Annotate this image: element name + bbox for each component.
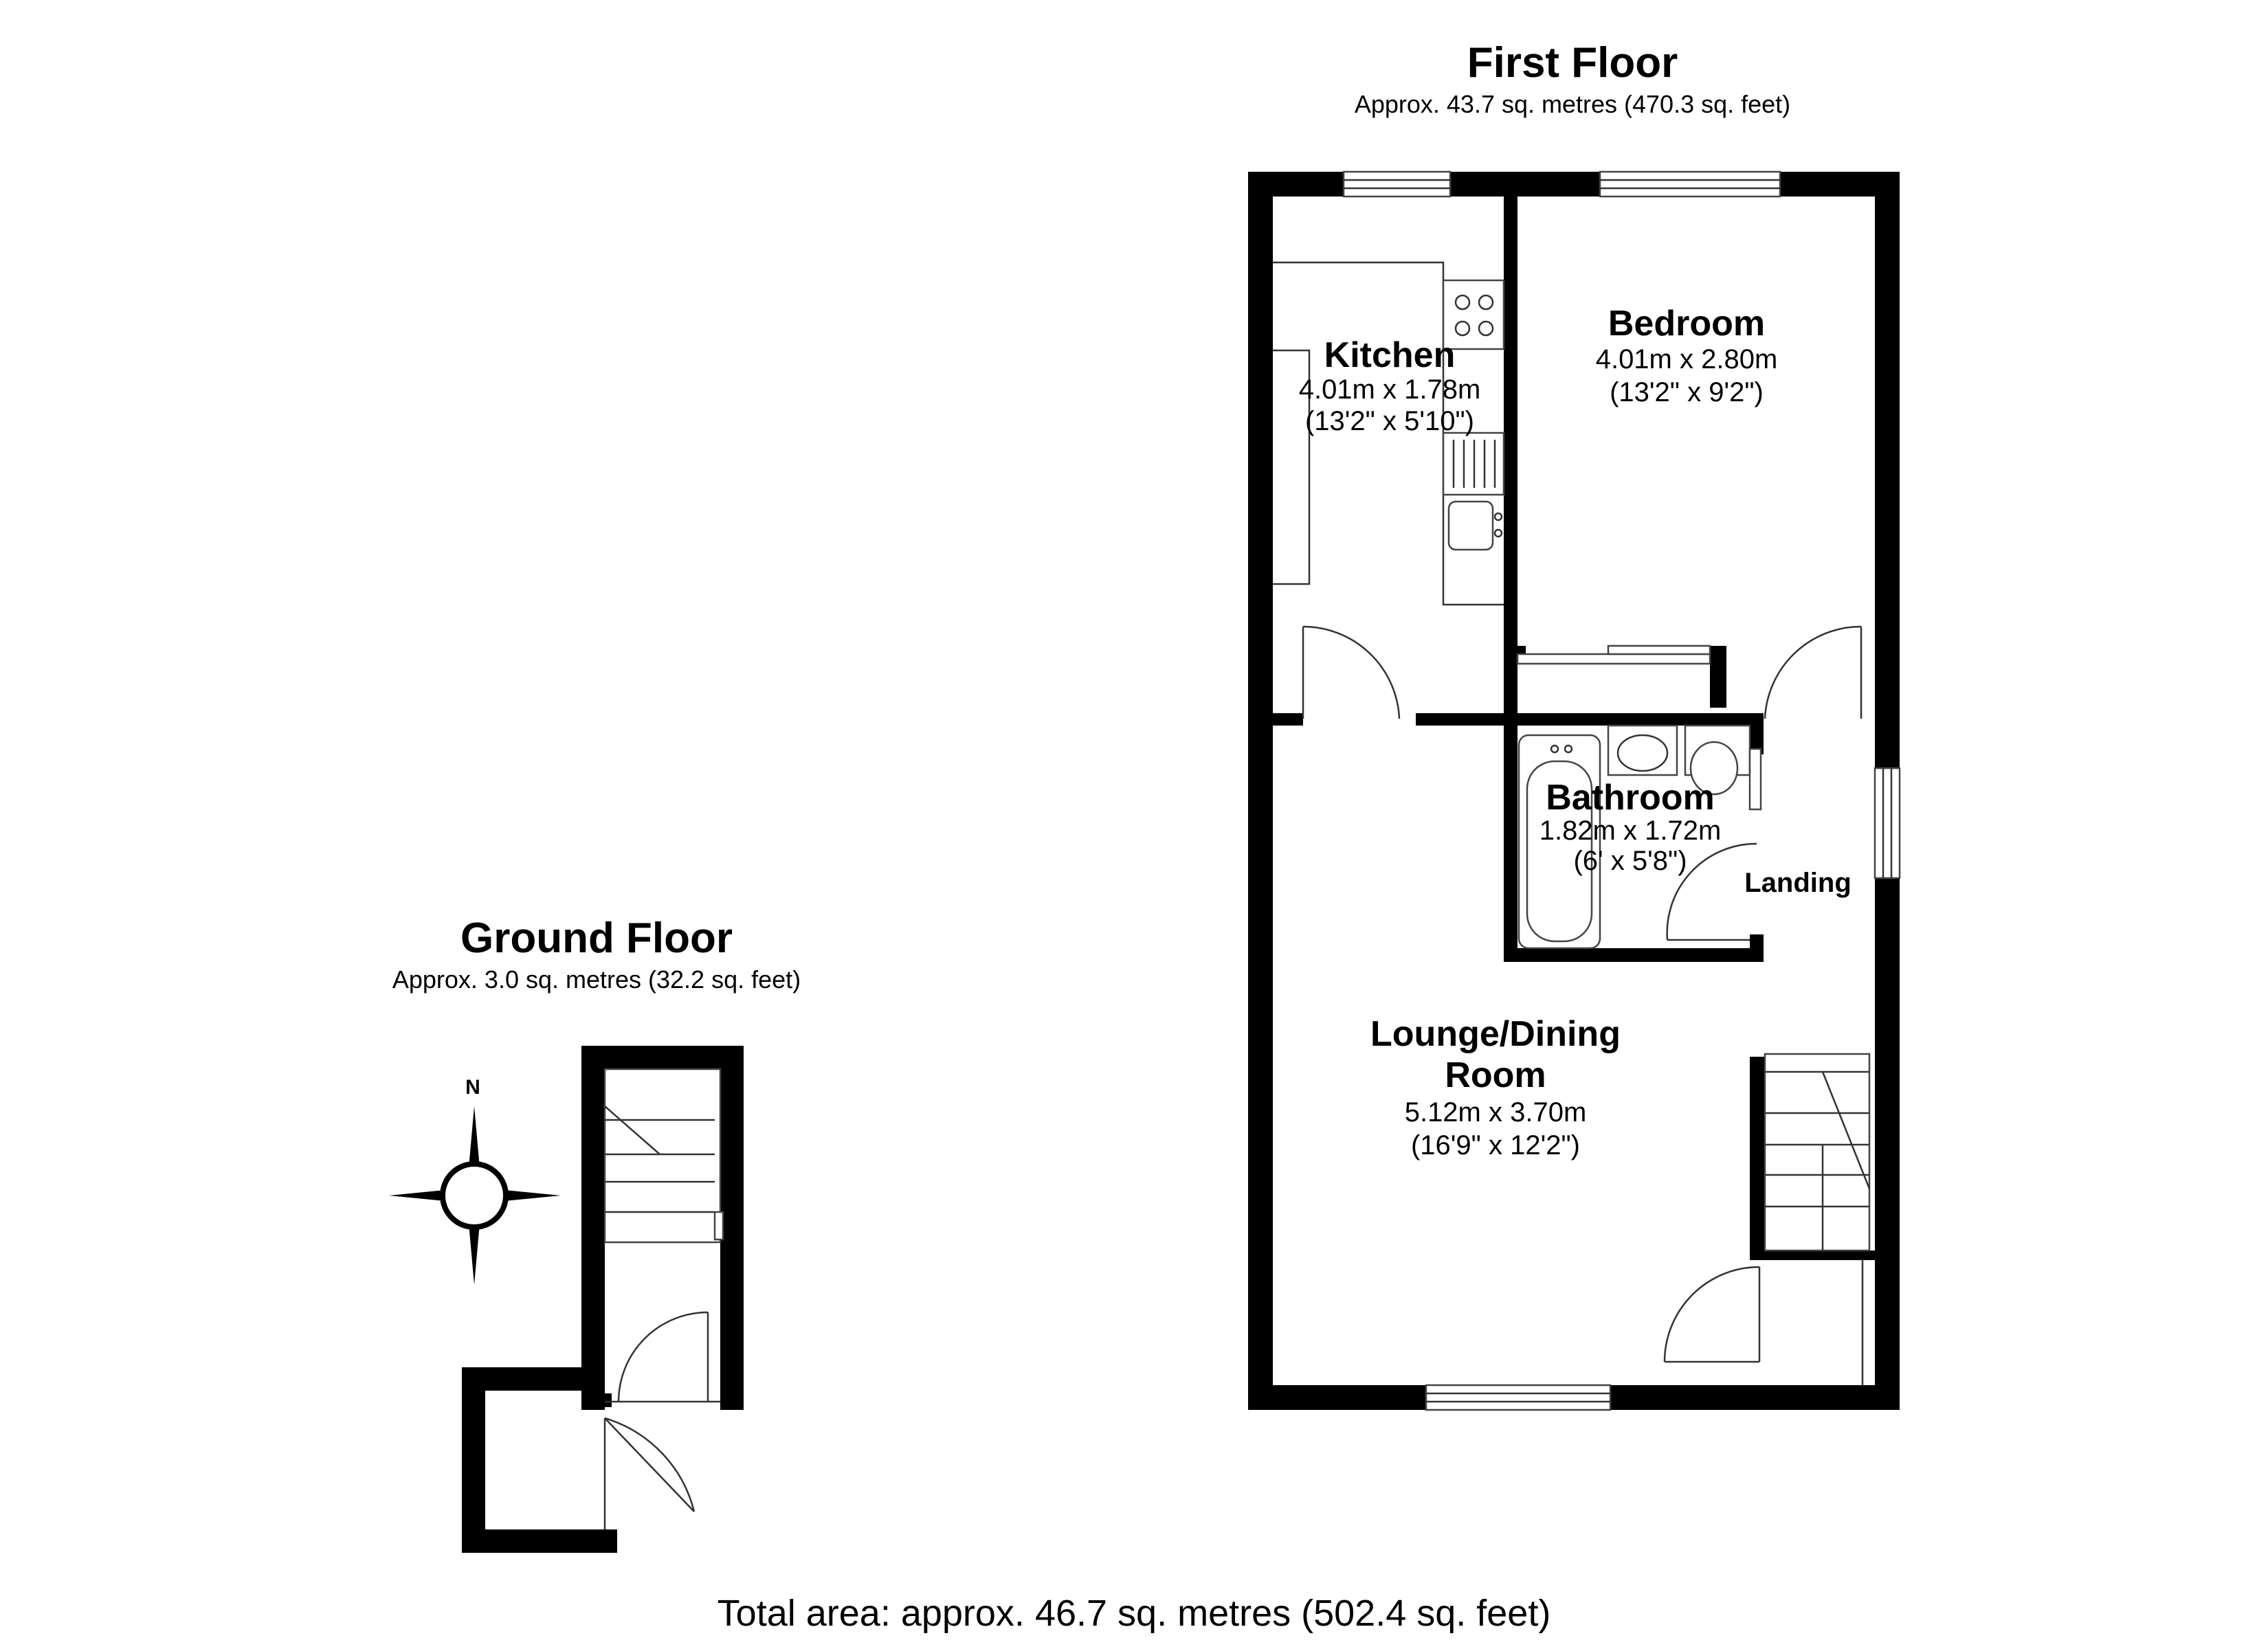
first-floor-title: First Floor — [1467, 39, 1678, 87]
svg-text:(6' x 5'8"): (6' x 5'8") — [1573, 846, 1687, 876]
room-label-bedroom: Bedroom 4.01m x 2.80m (13'2" x 9'2") — [1596, 304, 1778, 407]
bedroom-wardrobe — [1516, 644, 1711, 665]
svg-text:Room: Room — [1445, 1055, 1546, 1095]
sink-icon — [1447, 500, 1494, 551]
total-area: Total area: approx. 46.7 sq. metres (502… — [718, 1593, 1551, 1634]
room-label-kitchen: Kitchen 4.01m x 1.78m (13'2" x 5'10") — [1299, 335, 1481, 436]
svg-text:Kitchen: Kitchen — [1324, 335, 1456, 375]
room-label-landing: Landing — [1744, 868, 1852, 898]
compass-icon: N — [389, 1076, 561, 1285]
kitchen-window — [1342, 170, 1452, 198]
lounge-window — [1425, 1384, 1612, 1411]
kitchen-fittings — [1273, 261, 1505, 606]
bedroom-window — [1599, 170, 1781, 198]
hob-icon — [1442, 279, 1505, 350]
landing-window — [1874, 767, 1901, 879]
svg-text:Lounge/Dining: Lounge/Dining — [1370, 1014, 1621, 1054]
svg-text:4.01m x 2.80m: 4.01m x 2.80m — [1596, 344, 1778, 374]
landing-door-icon — [1663, 1260, 1864, 1385]
stairs-icon — [1764, 1053, 1871, 1252]
svg-text:Bathroom: Bathroom — [1546, 778, 1715, 818]
svg-text:4.01m x 1.78m: 4.01m x 1.78m — [1299, 374, 1481, 405]
first-floor-area: Approx. 43.7 sq. metres (470.3 sq. feet) — [1355, 90, 1790, 118]
ground-floor-title: Ground Floor — [460, 915, 733, 962]
ground-floor-area: Approx. 3.0 sq. metres (32.2 sq. feet) — [392, 965, 801, 994]
interior-walls — [1273, 197, 1875, 1260]
first-floor: First Floor Approx. 43.7 sq. metres (470… — [1248, 39, 1901, 1411]
svg-text:Bedroom: Bedroom — [1608, 304, 1765, 344]
bathroom-fittings — [1517, 724, 1762, 950]
basin-icon — [1607, 724, 1678, 776]
ground-floor: Ground Floor Approx. 3.0 sq. metres (32.… — [392, 915, 801, 1553]
room-label-bathroom: Bathroom 1.82m x 1.72m (6' x 5'8") — [1539, 778, 1722, 876]
kitchen-door-icon — [1302, 625, 1401, 719]
bedroom-door-icon — [1764, 625, 1863, 719]
ground-inner-door-icon — [605, 1311, 720, 1403]
ground-entrance-door-icon — [603, 1417, 696, 1529]
svg-text:5.12m x 3.70m: 5.12m x 3.70m — [1405, 1097, 1587, 1128]
svg-text:(13'2" x 9'2"): (13'2" x 9'2") — [1610, 377, 1764, 407]
svg-text:1.82m x 1.72m: 1.82m x 1.72m — [1539, 816, 1722, 846]
bathroom-door-icon — [1666, 842, 1757, 941]
ground-floor-walls — [462, 1046, 744, 1553]
compass-north-label: N — [465, 1076, 480, 1099]
room-label-lounge: Lounge/Dining Room 5.12m x 3.70m (16'9" … — [1370, 1014, 1621, 1160]
svg-text:(13'2" x 5'10"): (13'2" x 5'10") — [1305, 406, 1474, 436]
svg-text:(16'9" x 12'2"): (16'9" x 12'2") — [1411, 1130, 1580, 1160]
ground-stairs-icon — [603, 1068, 724, 1244]
